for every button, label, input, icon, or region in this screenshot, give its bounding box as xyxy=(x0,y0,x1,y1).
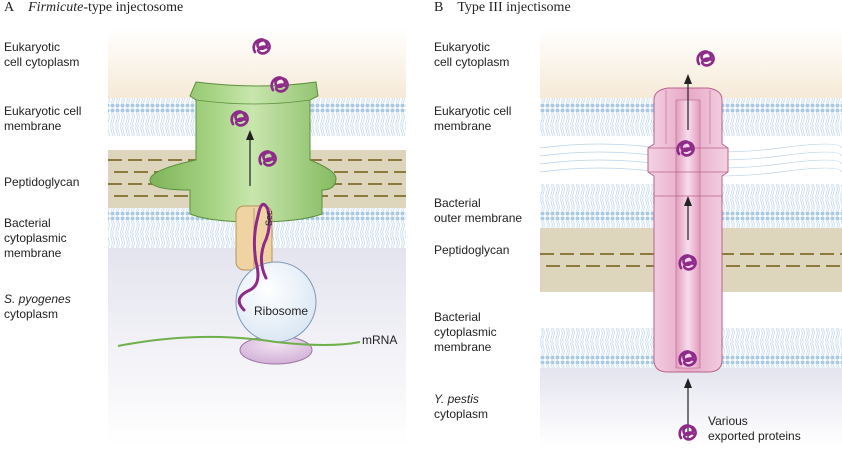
label-b-outer-membrane: Bacterial outer membrane xyxy=(434,196,523,225)
protein-tangle-icon xyxy=(696,50,715,67)
ribosome-label: Ribosome xyxy=(254,304,309,318)
label-b-species-cytoplasm: Y. pestis cytoplasm xyxy=(434,392,489,421)
label-b-eukaryotic-cytoplasm: Eukaryotic cell cytoplasm xyxy=(434,40,510,69)
mrna-label: mRNA xyxy=(362,333,398,347)
protein-tangle-icon xyxy=(678,254,697,271)
mrna-strand xyxy=(117,335,361,347)
protein-tangle-icon xyxy=(230,110,249,127)
protein-tangle-icon xyxy=(258,150,277,167)
firmicute-injectosome xyxy=(149,81,337,223)
label-a-cytoplasmic-membrane: Bacterial cytoplasmic membrane xyxy=(4,216,67,260)
protein-tangle-icon xyxy=(252,38,271,55)
secretion-arrow-a xyxy=(246,130,254,186)
protein-tangle-icon xyxy=(678,350,697,367)
secretion-arrows-b xyxy=(684,74,692,440)
exported-proteins xyxy=(230,38,715,441)
label-b-peptidoglycan: Peptidoglycan xyxy=(434,243,510,257)
label-a-peptidoglycan: Peptidoglycan xyxy=(4,175,80,189)
nascent-protein-chain xyxy=(237,202,271,312)
protein-tangle-icon xyxy=(676,140,695,157)
label-a-eukaryotic-cytoplasm: Eukaryotic cell cytoplasm xyxy=(4,40,80,69)
label-a-species-cytoplasm: S. pyogenes cytoplasm xyxy=(4,292,71,321)
label-b-cytoplasmic-membrane: Bacterial cytoplasmic membrane xyxy=(434,310,497,354)
sec-label: Sec xyxy=(264,210,274,226)
protein-tangle-icon xyxy=(678,424,697,441)
label-b-eukaryotic-membrane: Eukaryotic cell membrane xyxy=(434,104,512,133)
protein-tangle-icon xyxy=(270,76,289,93)
label-a-eukaryotic-membrane: Eukaryotic cell membrane xyxy=(4,104,82,133)
label-exported-proteins: Various exported proteins xyxy=(708,414,801,443)
